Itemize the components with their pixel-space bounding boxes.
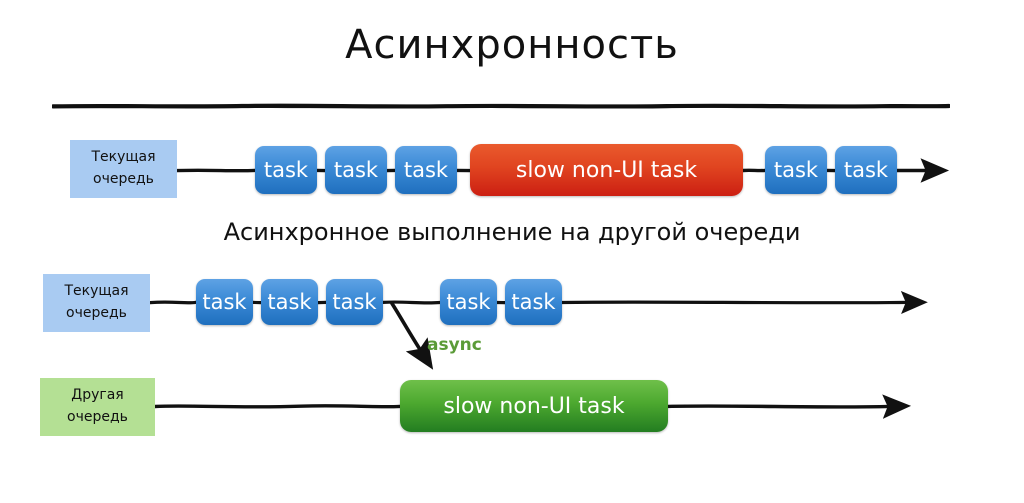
slow-task-chip-blocking[interactable]: slow non-UI task xyxy=(470,144,743,196)
title-divider xyxy=(50,94,952,109)
queue-label-line1: Другая xyxy=(71,387,124,404)
task-chip[interactable]: task xyxy=(326,279,383,325)
task-chip[interactable]: task xyxy=(440,279,497,325)
slow-task-chip-async[interactable]: slow non-UI task xyxy=(400,380,668,432)
task-chip[interactable]: task xyxy=(261,279,318,325)
queue-label-line2: очередь xyxy=(93,171,154,187)
queue-label-other: Другая очередь xyxy=(40,378,155,436)
page-title: Асинхронность xyxy=(345,22,679,68)
task-chip[interactable]: task xyxy=(395,146,457,194)
task-chip[interactable]: task xyxy=(765,146,827,194)
task-chip[interactable]: task xyxy=(505,279,562,325)
queue-label-line1: Текущая xyxy=(91,149,156,166)
task-chip[interactable]: task xyxy=(255,146,317,194)
section-caption: Асинхронное выполнение на другой очереди xyxy=(223,218,801,246)
task-chip[interactable]: task xyxy=(196,279,253,325)
task-chip[interactable]: task xyxy=(325,146,387,194)
async-branch-label: async xyxy=(427,335,482,355)
queue-label-current-2: Текущая очередь xyxy=(43,274,150,332)
queue-label-line2: очередь xyxy=(66,305,127,321)
task-chip[interactable]: task xyxy=(835,146,897,194)
queue-label-current-1: Текущая очередь xyxy=(70,140,177,198)
queue-label-line2: очередь xyxy=(67,409,128,425)
queue-label-line1: Текущая xyxy=(64,283,129,300)
